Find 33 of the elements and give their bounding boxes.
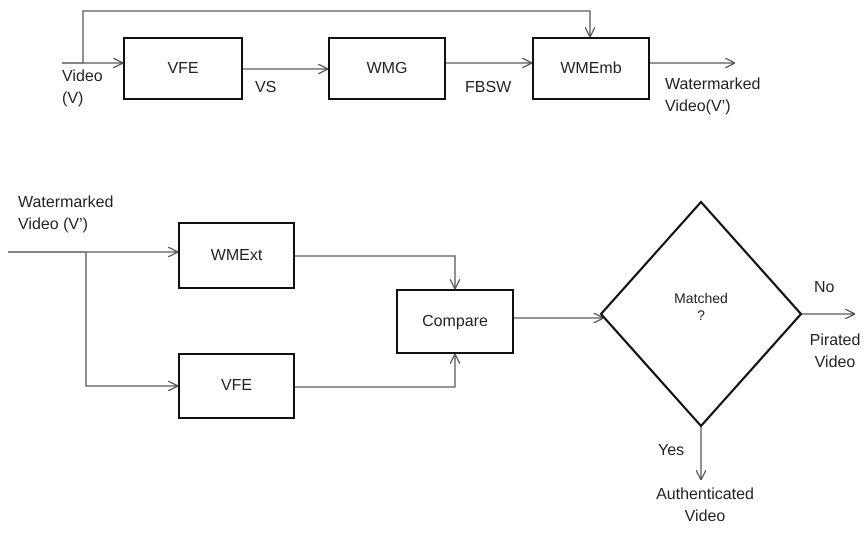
io-label: Watermarked Video (V’) (18, 193, 114, 235)
process-box (396, 289, 514, 354)
process-box (532, 37, 650, 100)
arrow (243, 63, 329, 75)
arrow (295, 353, 461, 388)
edge-label: VS (255, 78, 276, 98)
decision-diamond (600, 201, 802, 427)
node-label: WMExt (210, 246, 262, 266)
arrow (650, 57, 736, 69)
io-label: Authenticated Video (655, 485, 755, 527)
edge-label: FBSW (465, 78, 512, 98)
process-box (328, 37, 446, 100)
io-label: Video (V) (62, 67, 104, 109)
node-label: WMEmb (560, 58, 622, 78)
io-label: Watermarked Video(V’) (665, 75, 762, 117)
node-label: VFE (167, 58, 199, 78)
process-box (178, 222, 295, 289)
node-label: Compare (422, 312, 488, 332)
io-label: Pirated Video (808, 331, 862, 373)
process-box (178, 353, 295, 419)
arrow (8, 251, 179, 392)
arrow (695, 427, 707, 481)
node-label: VFE (220, 376, 252, 396)
arrow (514, 312, 604, 324)
arrow (802, 308, 856, 320)
edge-label: No (814, 278, 834, 298)
process-box (123, 37, 243, 100)
arrow (446, 57, 533, 69)
node-label: Matched ? (673, 290, 729, 324)
arrow (295, 255, 461, 290)
node-label: WMG (366, 58, 408, 78)
arrow (62, 10, 596, 64)
edge-label: Yes (658, 441, 684, 460)
